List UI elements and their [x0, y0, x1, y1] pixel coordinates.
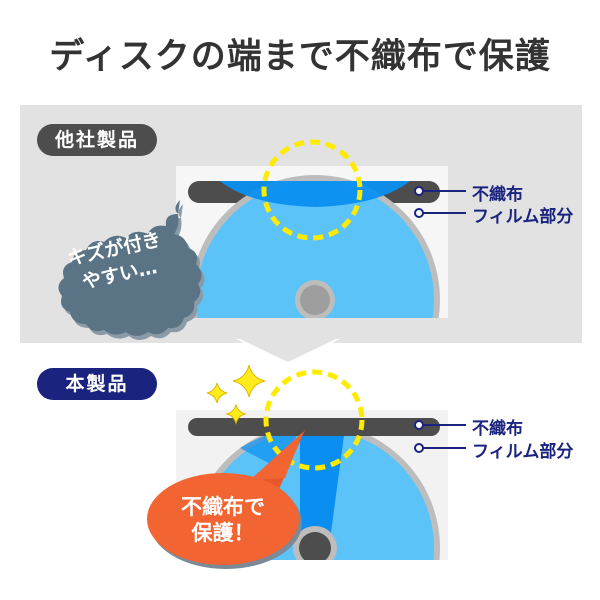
- product-badge: 本製品: [37, 368, 157, 400]
- worry-bubble-shape: [58, 200, 205, 340]
- arrow-down-icon: [240, 339, 336, 362]
- page-title: ディスクの端まで不織布で保護: [49, 37, 551, 77]
- competitor-label-film: フィルム部分: [472, 207, 574, 227]
- protect-bubble-line2: 保護！: [191, 521, 255, 545]
- protect-bubble-line1: 不織布で: [181, 495, 265, 519]
- protect-bubble-text: 不織布で 保護！: [150, 494, 296, 546]
- product-label-film: フィルム部分: [472, 442, 574, 462]
- competitor-label-nonwoven: 不織布: [472, 185, 523, 205]
- product-label-nonwoven: 不織布: [472, 419, 523, 439]
- competitor-badge: 他社製品: [37, 124, 157, 156]
- sparkle-icon: [206, 364, 266, 425]
